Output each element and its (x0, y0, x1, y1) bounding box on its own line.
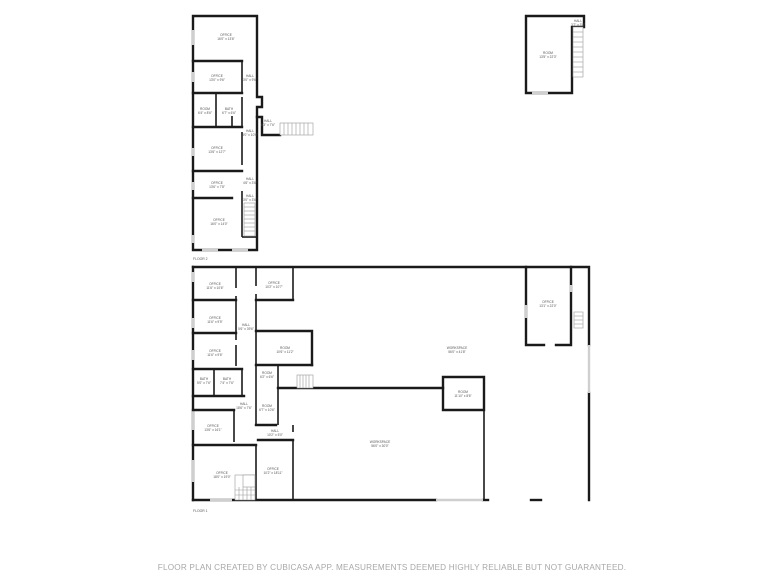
room-name: WORKSPACE (370, 440, 390, 444)
room-dimensions: 13'6" x 16'1" (204, 428, 221, 432)
room-name: OFFICE (220, 33, 232, 37)
room-dimensions: 13'6" x 12'7" (208, 150, 225, 154)
room-dimensions: 13'5" x 22'3" (539, 55, 556, 59)
room-dimensions: 4'6" x 3'6" (243, 181, 257, 185)
room-name: ROOM (543, 51, 553, 55)
room-name: HALL (574, 19, 582, 23)
room-name: HALL (264, 119, 272, 123)
room-name: HALL (242, 323, 250, 327)
room-name: HALL (246, 194, 254, 198)
room-name: WORKSPACE (447, 346, 467, 350)
room-dimensions: 3'0" x 9'6" (243, 78, 257, 82)
room-dimensions: 3'0" x 3'6" (243, 198, 257, 202)
room-name: OFFICE (211, 181, 223, 185)
room-name: OFFICE (216, 471, 228, 475)
stairs-icon (573, 311, 584, 329)
floor-1-plan: FLOOR 1 (191, 265, 591, 513)
room-dimensions: 7'4" x 7'6" (220, 381, 234, 385)
room-name: OFFICE (213, 218, 225, 222)
room-dimensions: 6'7" x 6'6" (222, 111, 236, 115)
stairs-icon (296, 374, 314, 389)
room-name: ROOM (262, 404, 272, 408)
room-dimensions: 11'10" x 8'6" (454, 394, 471, 398)
room-name: ROOM (458, 390, 468, 394)
room-dimensions: 6'3" x 7'6" (261, 123, 275, 127)
room-dimensions: 16'0" x 14'0" (210, 222, 227, 226)
room-dimensions: 11'6" x 9'6" (207, 353, 222, 357)
room-dimensions: 3'0" x 10'0" (242, 133, 258, 137)
room-name: OFFICE (207, 424, 219, 428)
disclaimer-footer: FLOOR PLAN CREATED BY CUBICASA APP. MEAS… (157, 563, 627, 572)
room-name: OFFICE (209, 349, 221, 353)
floor-2-plan: FLOOR 2 (191, 14, 314, 261)
floor-2-annex-plan (524, 14, 586, 95)
room-name: HALL (240, 402, 248, 406)
room-name: BATH (200, 377, 209, 381)
room-name: ROOM (262, 371, 272, 375)
room-dimensions: 5'6" x 39'6" (238, 327, 254, 331)
room-name: ROOM (200, 107, 210, 111)
room-dimensions: 10'2" x 5'0" (267, 433, 283, 437)
room-dimensions: 18'6" x 7'6" (236, 406, 252, 410)
stairs-icon (279, 122, 314, 136)
room-name: BATH (223, 377, 232, 381)
room-name: OFFICE (211, 146, 223, 150)
floor-label: FLOOR 2 (193, 257, 208, 261)
floor-label: FLOOR 1 (193, 509, 208, 513)
room-dimensions: 6'2" x 6'6" (260, 375, 274, 379)
room-dimensions: 11'6" x 10'6" (206, 286, 223, 290)
stairs-icon (243, 202, 256, 237)
room-dimensions: 13'0" x 9'6" (209, 78, 225, 82)
room-dimensions: 3'7" x 3'8" (571, 23, 585, 27)
room-name: ROOM (280, 346, 290, 350)
room-dimensions: 10'6" x 11'2" (276, 350, 293, 354)
room-dimensions: 13'6" x 7'8" (209, 185, 225, 189)
room-name: HALL (246, 177, 254, 181)
room-name: HALL (271, 429, 279, 433)
room-dimensions: 11'6" x 9'5" (207, 320, 222, 324)
room-dimensions: 16'0" x 13'6" (217, 37, 234, 41)
stairs-icon (572, 26, 584, 78)
room-name: BATH (225, 107, 234, 111)
stairs-icon (234, 474, 256, 501)
room-name: HALL (246, 74, 254, 78)
room-dimensions: 10'2" x 18'11" (263, 471, 282, 475)
room-dimensions: 56'0" x 30'0" (371, 444, 388, 448)
room-dimensions: 18'0" x 19'0" (213, 475, 230, 479)
room-name: OFFICE (267, 467, 279, 471)
room-dimensions: 6'4" x 8'6" (198, 111, 212, 115)
room-name: HALL (246, 129, 254, 133)
room-dimensions: 10'2" x 10'7" (265, 285, 282, 289)
room-dimensions: 13'1" x 22'0" (539, 304, 556, 308)
room-name: OFFICE (542, 300, 554, 304)
room-name: OFFICE (268, 281, 280, 285)
room-dimensions: 6'7" x 10'6" (259, 408, 275, 412)
room-dimensions: 56'0" x 41'8" (448, 350, 465, 354)
room-name: OFFICE (209, 282, 221, 286)
room-name: OFFICE (211, 74, 223, 78)
room-name: OFFICE (209, 316, 221, 320)
room-dimensions: 5'0" x 7'6" (197, 381, 211, 385)
